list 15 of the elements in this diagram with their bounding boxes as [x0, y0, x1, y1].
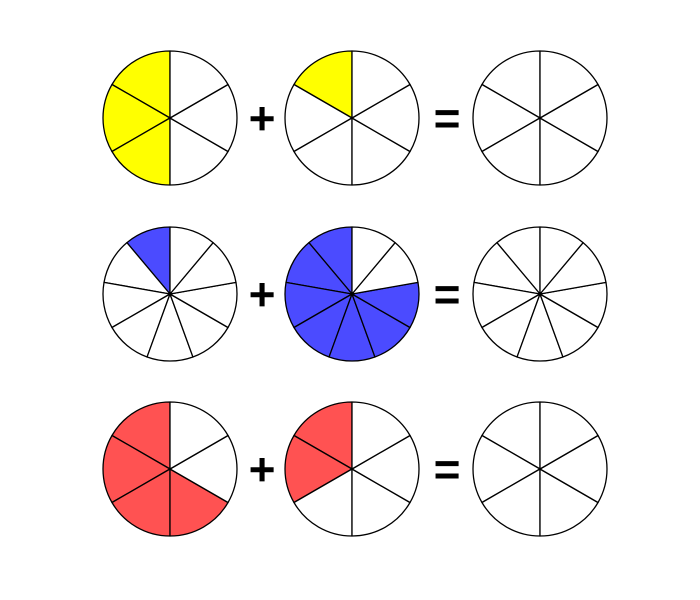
fraction-circle	[283, 49, 421, 187]
fraction-circle	[471, 400, 609, 538]
fraction-circle	[101, 49, 239, 187]
equals-sign: =	[434, 95, 460, 141]
fraction-circle	[101, 400, 239, 538]
fraction-circle	[283, 225, 421, 363]
equals-sign: =	[434, 446, 460, 492]
fraction-circle	[101, 225, 239, 363]
plus-sign: +	[248, 95, 276, 141]
plus-sign: +	[248, 271, 276, 317]
equals-sign: =	[434, 271, 460, 317]
fraction-circle	[471, 49, 609, 187]
fraction-circle	[283, 400, 421, 538]
plus-sign: +	[248, 446, 276, 492]
fraction-circle	[471, 225, 609, 363]
